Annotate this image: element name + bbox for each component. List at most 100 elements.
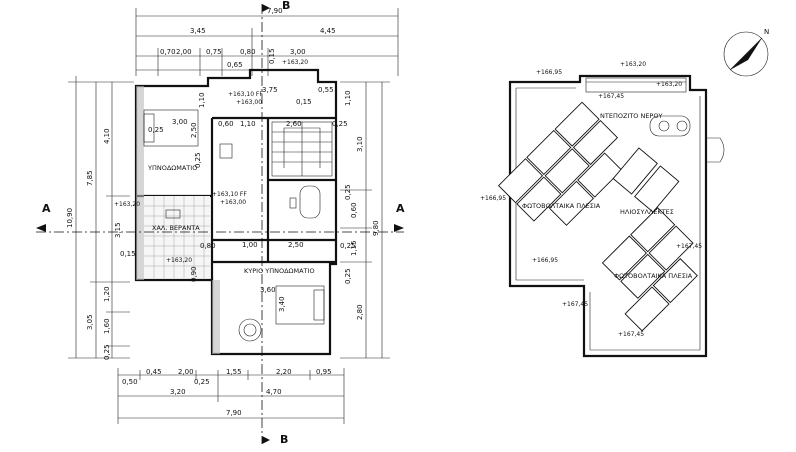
dim-top-row4-b: 0,15 bbox=[268, 48, 276, 64]
dim-bottom-row1-f: 2,20 bbox=[276, 368, 292, 376]
roof-labels: ΝΤΕΠΟΖΙΤΟ ΝΕΡΟΥ ΦΩΤΟΒΟΛΤΑΙΚΑ ΠΛΕΣΙΑ ΗΛΙΟ… bbox=[522, 112, 693, 280]
dim-right-small-a: 1,10 bbox=[344, 90, 352, 106]
dim-left-mid-a: 7,85 bbox=[86, 170, 94, 186]
section-lines: A A B B bbox=[36, 0, 405, 446]
solar-collectors bbox=[612, 147, 680, 213]
floor-plan: 7,90 3,45 4,45 0,70 2,00 0,75 0,80 3,00 … bbox=[36, 0, 405, 446]
roof-label-pv2: ΦΩΤΟΒΟΛΤΑΙΚΑ ΠΛΕΣΙΑ bbox=[614, 272, 693, 280]
roof-level: +166,95 bbox=[536, 69, 562, 76]
interior-dim: 0,25 bbox=[148, 126, 164, 134]
dim-top-row3-b: 2,00 bbox=[176, 48, 192, 56]
section-label-b-bottom: B bbox=[280, 433, 288, 446]
level-mark: +163,20 bbox=[282, 59, 308, 66]
roof-level: +166,95 bbox=[480, 195, 506, 202]
dim-bottom-overall: 7,90 bbox=[226, 409, 242, 417]
dim-left-mid-b: 3,05 bbox=[86, 314, 94, 330]
section-label-a-left: A bbox=[42, 202, 51, 215]
dim-bottom-row1-a: 0,50 bbox=[122, 378, 138, 386]
dim-bottom-row1-g: 0,95 bbox=[316, 368, 332, 376]
top-dimensions: 7,90 3,45 4,45 0,70 2,00 0,75 0,80 3,00 … bbox=[135, 7, 399, 76]
roof-level: +163,20 bbox=[656, 81, 682, 88]
roof-label-pv1: ΦΩΤΟΒΟΛΤΑΙΚΑ ΠΛΕΣΙΑ bbox=[522, 202, 601, 210]
dim-bottom-row1-e: 1,55 bbox=[226, 368, 242, 376]
table-chairs-icon bbox=[238, 318, 262, 342]
dim-top-overall: 7,90 bbox=[267, 7, 283, 15]
dim-right-col-d: 2,80 bbox=[356, 304, 364, 320]
dim-top-row2-b: 4,45 bbox=[320, 27, 336, 35]
interior-dim: 1,00 bbox=[242, 241, 258, 249]
floor-levels: +163,20 +163,10 FF +163,00 +163,10 FF +1… bbox=[114, 59, 308, 264]
interior-dimensions: 3,75 0,15 1,10 0,60 1,10 2,60 0,25 3,00 … bbox=[120, 86, 356, 312]
dim-bottom-row1-c: 2,00 bbox=[178, 368, 194, 376]
dim-top-row4-a: 0,65 bbox=[227, 61, 243, 69]
dim-top-row3-a: 0,70 bbox=[160, 48, 176, 56]
dim-right-col-b: 0,60 bbox=[350, 202, 358, 218]
dim-top-row3-c: 0,75 bbox=[206, 48, 222, 56]
dim-right-overall: 9,80 bbox=[372, 220, 380, 236]
dim-bottom-row1-d: 0,25 bbox=[194, 378, 210, 386]
interior-dim: 0,90 bbox=[190, 266, 198, 282]
section-marker-icon bbox=[394, 224, 404, 232]
interior-dim: 0,80 bbox=[200, 242, 216, 250]
interior-dim: 3,60 bbox=[260, 286, 276, 294]
balcony-tiles bbox=[144, 196, 210, 278]
dim-right-col-c: 1,15 bbox=[350, 240, 358, 256]
room-label-balcony: ΧΑΛ. ΒΕΡΑΝΤΑ bbox=[152, 224, 200, 232]
interior-dim: 3,75 bbox=[262, 86, 278, 94]
section-label-b-top: B bbox=[282, 0, 290, 12]
interior-dim: 0,60 bbox=[218, 120, 234, 128]
room-label-master: ΚΥΡΙΟ ΥΠΝΟΔΩΜΑΤΙΟ bbox=[244, 267, 315, 275]
dim-bottom-row1-b: 0,45 bbox=[146, 368, 162, 376]
roof-level: +167,45 bbox=[618, 331, 644, 338]
interior-dim: 2,60 bbox=[286, 120, 302, 128]
section-marker-icon bbox=[36, 224, 46, 232]
dim-right-small-c: 0,25 bbox=[344, 184, 352, 200]
left-dimensions: 10,90 7,85 3,05 4,10 3,15 1,20 1,60 0,25 bbox=[66, 76, 134, 360]
section-label-a-right: A bbox=[396, 202, 405, 215]
interior-dim: 1,10 bbox=[198, 92, 206, 108]
bedroom-furniture bbox=[143, 109, 325, 342]
dim-bottom-row2-a: 3,20 bbox=[170, 388, 186, 396]
stair-icon bbox=[271, 121, 333, 177]
bottom-dimensions: 0,50 0,45 2,00 0,25 1,55 2,20 0,95 3,20 … bbox=[117, 368, 345, 424]
dim-left-inner-c: 1,20 bbox=[103, 286, 111, 302]
level-mark: +163,00 bbox=[236, 99, 262, 106]
north-label: N bbox=[764, 28, 769, 36]
roof-level: +163,20 bbox=[620, 61, 646, 68]
dim-bottom-row2-b: 4,70 bbox=[266, 388, 282, 396]
section-marker-icon bbox=[262, 4, 270, 12]
pv-panels-1 bbox=[497, 101, 623, 226]
right-dimensions: 9,80 3,10 0,60 1,15 2,80 1,10 0,55 0,25 … bbox=[318, 81, 390, 359]
roof-levels: +166,95 +163,20 +167,45 +163,20 +166,95 … bbox=[480, 61, 702, 338]
room-label-bedroom: ΥΠΝΟΔΩΜΑΤΙΟ bbox=[147, 164, 197, 172]
water-tank-icon bbox=[649, 115, 691, 137]
interior-dim: 0,15 bbox=[296, 98, 312, 106]
interior-dim: 0,25 bbox=[332, 120, 348, 128]
dim-right-small-b: 0,55 bbox=[318, 86, 334, 94]
interior-dim: 0,25 bbox=[194, 152, 202, 168]
roof-level: +167,45 bbox=[676, 243, 702, 250]
interior-dim: 1,10 bbox=[240, 120, 256, 128]
dim-top-row2-a: 3,45 bbox=[190, 27, 206, 35]
interior-dim: 3,40 bbox=[278, 296, 286, 312]
dim-top-row3-d: 0,80 bbox=[240, 48, 256, 56]
north-arrow-icon: N bbox=[723, 28, 769, 77]
level-mark: +163,10 FF bbox=[228, 91, 263, 98]
interior-dim: 0,25 bbox=[340, 242, 356, 250]
interior-dim: 2,50 bbox=[190, 122, 198, 138]
dim-top-row3-e: 3,00 bbox=[290, 48, 306, 56]
interior-dim: 2,50 bbox=[288, 241, 304, 249]
level-mark: +163,10 FF bbox=[212, 191, 247, 198]
roof-label-tank: ΝΤΕΠΟΖΙΤΟ ΝΕΡΟΥ bbox=[600, 112, 662, 120]
dim-left-inner-b: 3,15 bbox=[114, 222, 122, 238]
dim-right-small-d: 0,25 bbox=[344, 268, 352, 284]
section-marker-icon bbox=[262, 436, 270, 444]
roof-plan: +166,95 +163,20 +167,45 +163,20 +166,95 … bbox=[480, 61, 725, 358]
roof-level: +167,45 bbox=[598, 93, 624, 100]
interior-dim: 0,15 bbox=[120, 250, 136, 258]
level-mark: +163,00 bbox=[220, 199, 246, 206]
dim-left-inner-e: 0,25 bbox=[103, 344, 111, 360]
dim-left-inner-d: 1,60 bbox=[103, 318, 111, 334]
